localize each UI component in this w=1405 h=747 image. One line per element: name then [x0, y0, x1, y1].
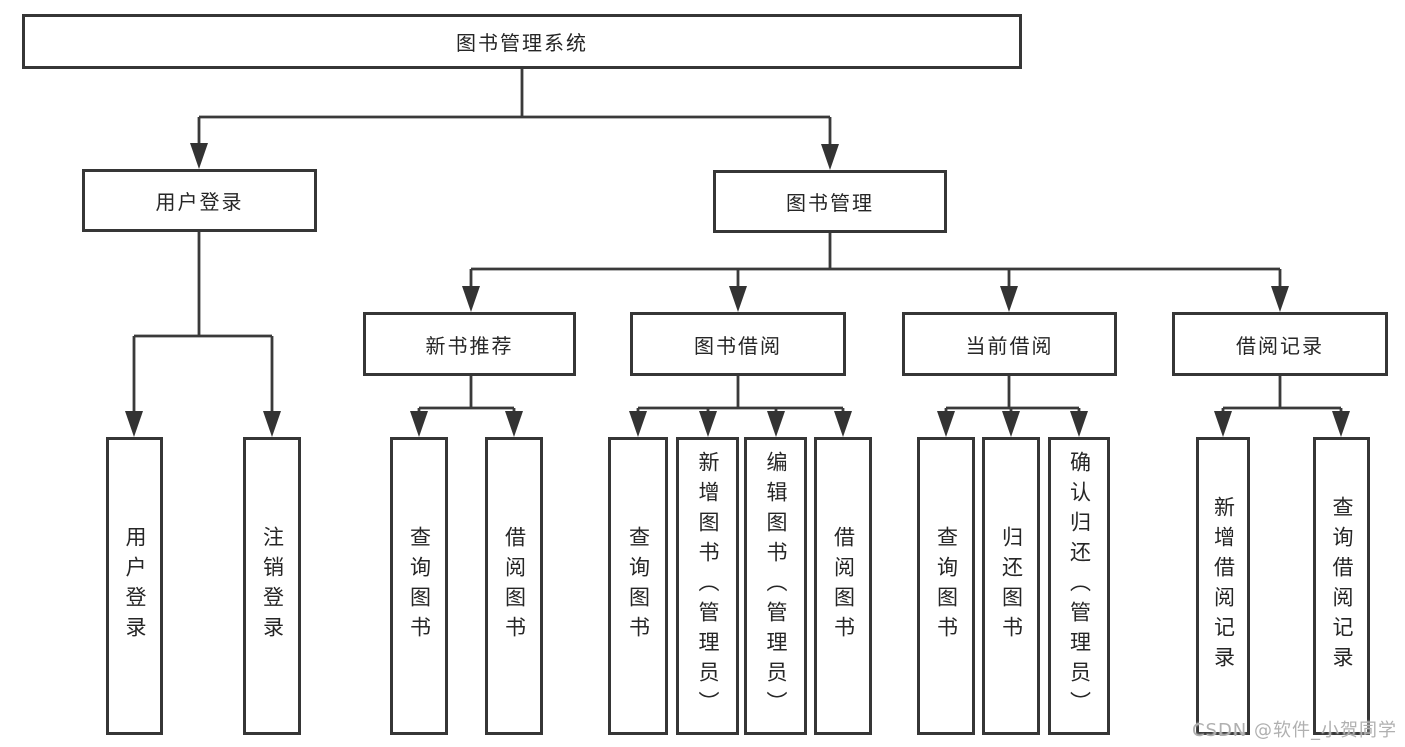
- leaf-label: 借阅图书: [831, 526, 856, 646]
- leaf-label: 新增图书（管理员）: [696, 451, 720, 721]
- node-borrowing-records: 借阅记录: [1172, 312, 1388, 376]
- connector-bookmgmt-to-level2: [469, 233, 1282, 306]
- arrowhead-icon: [125, 411, 143, 437]
- leaf-label: 新增借阅记录: [1211, 496, 1236, 676]
- leaf-add-borrow-record: 新增借阅记录: [1196, 437, 1250, 735]
- leaf-label: 查询图书: [407, 526, 432, 646]
- leaf-logout: 注销登录: [243, 437, 301, 735]
- leaf-borrow-books-recommend: 借阅图书: [485, 437, 543, 735]
- leaf-label: 编辑图书（管理员）: [764, 451, 788, 721]
- node-library-system: 图书管理系统: [22, 14, 1022, 69]
- arrowhead-icon: [1070, 411, 1088, 437]
- arrowhead-icon: [937, 411, 955, 437]
- arrowhead-icon: [1002, 411, 1020, 437]
- node-new-book-recommendation: 新书推荐: [363, 312, 576, 376]
- leaf-query-books-borrowing: 查询图书: [608, 437, 668, 735]
- arrowhead-icon: [699, 411, 717, 437]
- leaf-add-book-admin: 新增图书（管理员）: [676, 437, 739, 735]
- leaf-label: 查询图书: [934, 526, 959, 646]
- arrowhead-icon: [729, 286, 747, 312]
- arrowhead-icon: [410, 411, 428, 437]
- arrowhead-icon: [1214, 411, 1232, 437]
- node-book-borrowing: 图书借阅: [630, 312, 846, 376]
- arrowhead-icon: [190, 143, 208, 169]
- arrowhead-icon: [1332, 411, 1350, 437]
- csdn-watermark: CSDN @软件_小贺同学: [1191, 720, 1397, 741]
- arrowhead-icon: [834, 411, 852, 437]
- connector-records-to-leaves: [1221, 376, 1343, 431]
- leaf-query-borrow-record: 查询借阅记录: [1313, 437, 1370, 735]
- leaf-user-login: 用户登录: [106, 437, 163, 735]
- leaf-label: 注销登录: [260, 526, 285, 646]
- node-current-borrowing: 当前借阅: [902, 312, 1117, 376]
- leaf-label: 归还图书: [999, 526, 1024, 646]
- leaf-query-books-current: 查询图书: [917, 437, 975, 735]
- arrowhead-icon: [1271, 286, 1289, 312]
- arrowhead-icon: [767, 411, 785, 437]
- connector-borrowing-to-leaves: [636, 376, 845, 431]
- connector-root-to-level1: [197, 69, 832, 164]
- leaf-label: 借阅图书: [502, 526, 527, 646]
- leaf-confirm-return-admin: 确认归还（管理员）: [1048, 437, 1110, 735]
- leaf-label: 用户登录: [123, 526, 147, 646]
- arrowhead-icon: [462, 286, 480, 312]
- arrowhead-icon: [505, 411, 523, 437]
- leaf-return-books: 归还图书: [982, 437, 1040, 735]
- leaf-borrow-books-borrowing: 借阅图书: [814, 437, 872, 735]
- leaf-label: 确认归还（管理员）: [1067, 451, 1092, 721]
- arrowhead-icon: [263, 411, 281, 437]
- arrowhead-icon: [1000, 286, 1018, 312]
- leaf-edit-book-admin: 编辑图书（管理员）: [744, 437, 807, 735]
- leaf-query-books-recommend: 查询图书: [390, 437, 448, 735]
- connector-userlogin-to-leaves: [132, 232, 274, 431]
- arrowhead-icon: [629, 411, 647, 437]
- leaf-label: 查询图书: [626, 526, 651, 646]
- leaf-label: 查询借阅记录: [1330, 496, 1354, 676]
- arrowhead-icon: [821, 144, 839, 170]
- connector-newbook-to-leaves: [417, 376, 516, 431]
- node-book-management: 图书管理: [713, 170, 947, 233]
- node-user-login: 用户登录: [82, 169, 317, 232]
